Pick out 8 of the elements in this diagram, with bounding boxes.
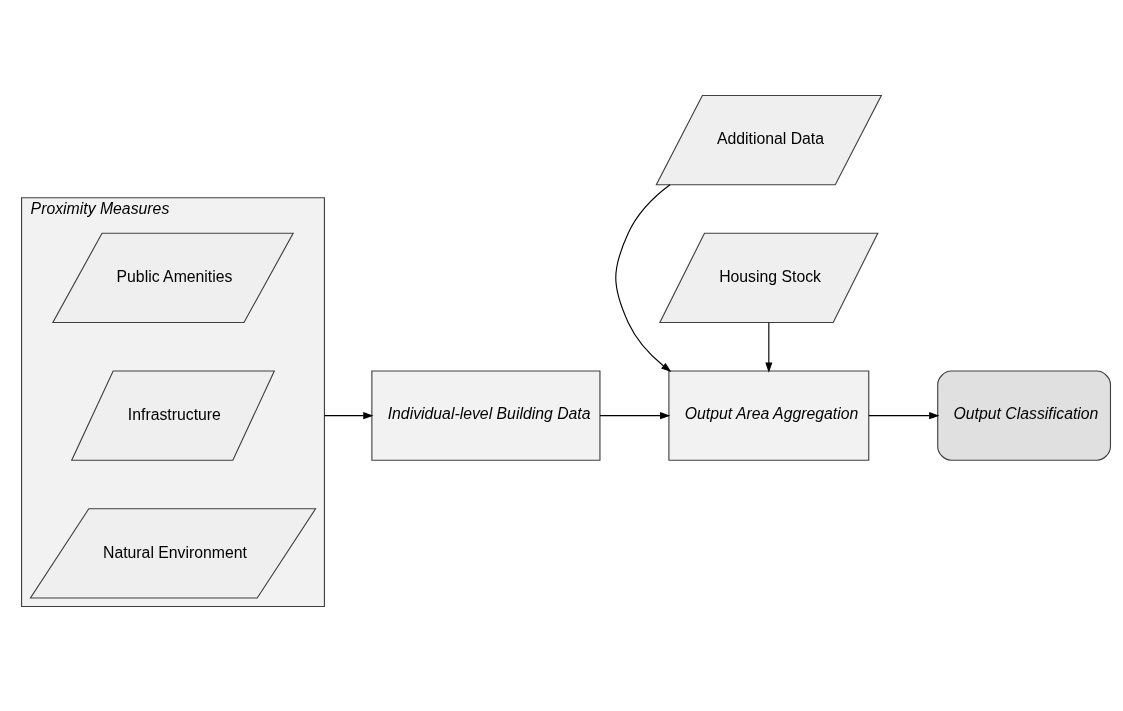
node-box: Individual-level Building Data bbox=[371, 370, 601, 461]
node-box: Output Area Aggregation bbox=[668, 370, 870, 461]
arrow bbox=[765, 322, 773, 373]
arrow bbox=[323, 412, 374, 420]
arrow bbox=[615, 184, 672, 372]
arrow bbox=[599, 412, 671, 420]
arrow bbox=[868, 412, 940, 420]
node-box: Output Classification bbox=[937, 370, 1112, 461]
